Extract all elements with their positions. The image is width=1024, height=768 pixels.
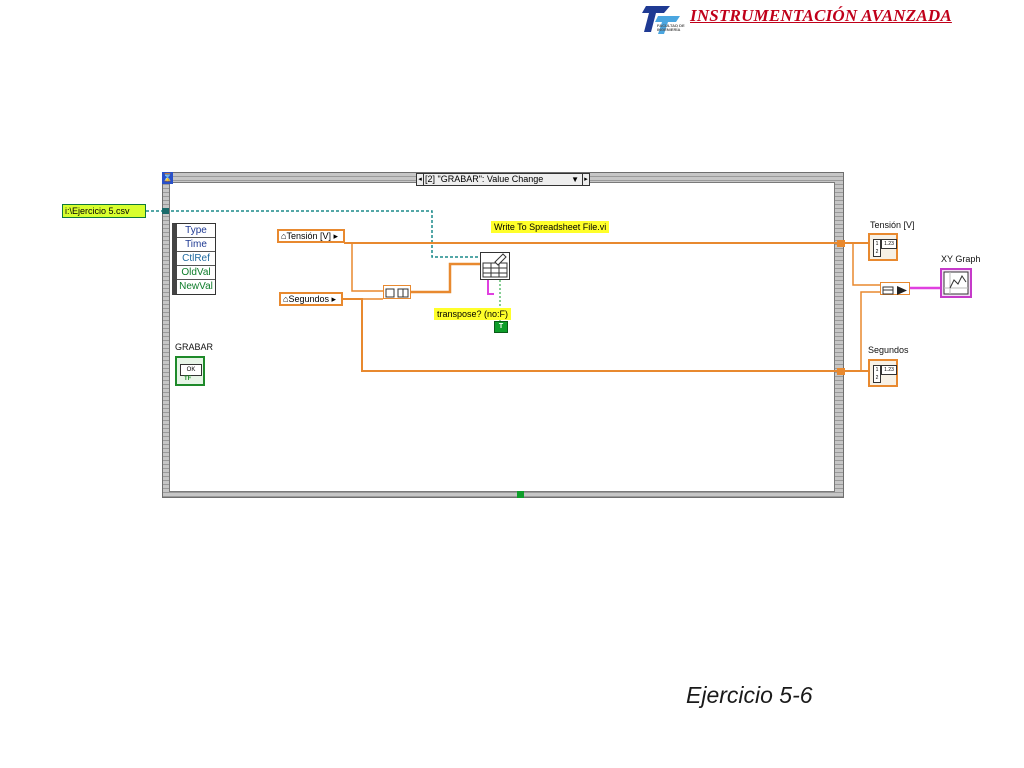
array-value-text: 1.23 <box>881 239 897 249</box>
logo-caption: FACULTAD DE INGENIERÍA <box>657 23 685 32</box>
event-data-time[interactable]: Time <box>177 238 215 252</box>
wire-segundos-main <box>342 298 838 372</box>
subvi-label: Write To Spreadsheet File.vi <box>491 221 610 233</box>
tunnel-path <box>162 208 169 214</box>
wire-out-segundos-to-bundle <box>860 291 880 371</box>
bundle-icon <box>882 286 907 295</box>
spreadsheet-icon <box>482 253 508 278</box>
wire-tension-branch <box>351 243 383 292</box>
event-data-oldval[interactable]: OldVal <box>177 266 215 280</box>
grabar-button-terminal[interactable]: OK TF <box>175 356 205 386</box>
local-variable-tension[interactable]: ⌂Tensión [V] ▸ <box>277 229 345 243</box>
xy-graph-terminal[interactable] <box>940 268 972 298</box>
grabar-label: GRABAR <box>175 342 214 352</box>
page-title: INSTRUMENTACIÓN AVANZADA <box>690 6 952 25</box>
decrement-case-icon[interactable]: ◂ <box>417 174 424 185</box>
faculty-logo-icon <box>642 6 680 34</box>
write-spreadsheet-subvi[interactable] <box>480 252 510 280</box>
wire-pink-stub <box>487 280 494 295</box>
xy-graph-icon <box>943 271 969 295</box>
event-data-newval[interactable]: NewVal <box>179 281 213 292</box>
event-data-node[interactable]: Type Time CtlRef OldVal NewVal <box>172 223 216 295</box>
transpose-label: transpose? (no:F) <box>434 308 512 320</box>
home-icon: ⌂ <box>283 294 289 304</box>
transpose-boolean-constant[interactable]: T <box>494 321 508 333</box>
file-path-constant[interactable]: i:\Ejercicio 5.csv <box>62 204 146 218</box>
slide-caption: Ejercicio 5-6 <box>686 682 813 708</box>
home-icon: ⌂ <box>281 231 287 241</box>
local-arrow-icon: ▸ <box>330 231 338 241</box>
array-value-text: 1.23 <box>881 365 897 375</box>
local-segundos-label: Segundos <box>288 294 329 304</box>
bundle-node[interactable] <box>880 282 910 295</box>
increment-case-icon[interactable]: ▸ <box>582 174 589 185</box>
event-data-type[interactable]: Type <box>177 224 215 238</box>
chevron-down-icon[interactable]: ▼ <box>571 175 579 184</box>
event-case-selector[interactable]: ◂ [2] "GRABAR": Value Change ▼ ▸ <box>416 173 590 186</box>
tunnel-segundos <box>837 368 845 375</box>
build-array-icon <box>385 288 409 298</box>
local-tension-label: Tensión [V] <box>286 231 331 241</box>
xy-graph-label: XY Graph <box>941 254 981 264</box>
file-path-text: i:\Ejercicio 5.csv <box>65 206 130 216</box>
tunnel-tension <box>837 240 845 247</box>
wire-out-tension-to-bundle <box>852 243 880 286</box>
indicator-tension-label: Tensión [V] <box>870 220 915 230</box>
wire-file-path <box>146 210 480 258</box>
grabar-type-text: TF <box>184 376 192 382</box>
event-case-label: [2] "GRABAR": Value Change <box>425 174 544 184</box>
local-variable-segundos[interactable]: ⌂Segundos ▸ <box>279 292 343 306</box>
local-arrow-icon: ▸ <box>328 294 337 304</box>
build-array-node[interactable] <box>383 285 411 299</box>
timeout-terminal-icon[interactable]: ⌛ <box>162 172 173 184</box>
event-data-ctlref[interactable]: CtlRef <box>177 252 215 266</box>
wire-array-to-subvi <box>411 262 480 294</box>
indicator-segundos-label: Segundos <box>868 345 909 355</box>
grabar-ok-text: OK <box>180 364 202 376</box>
tunnel-bottom <box>517 491 524 498</box>
